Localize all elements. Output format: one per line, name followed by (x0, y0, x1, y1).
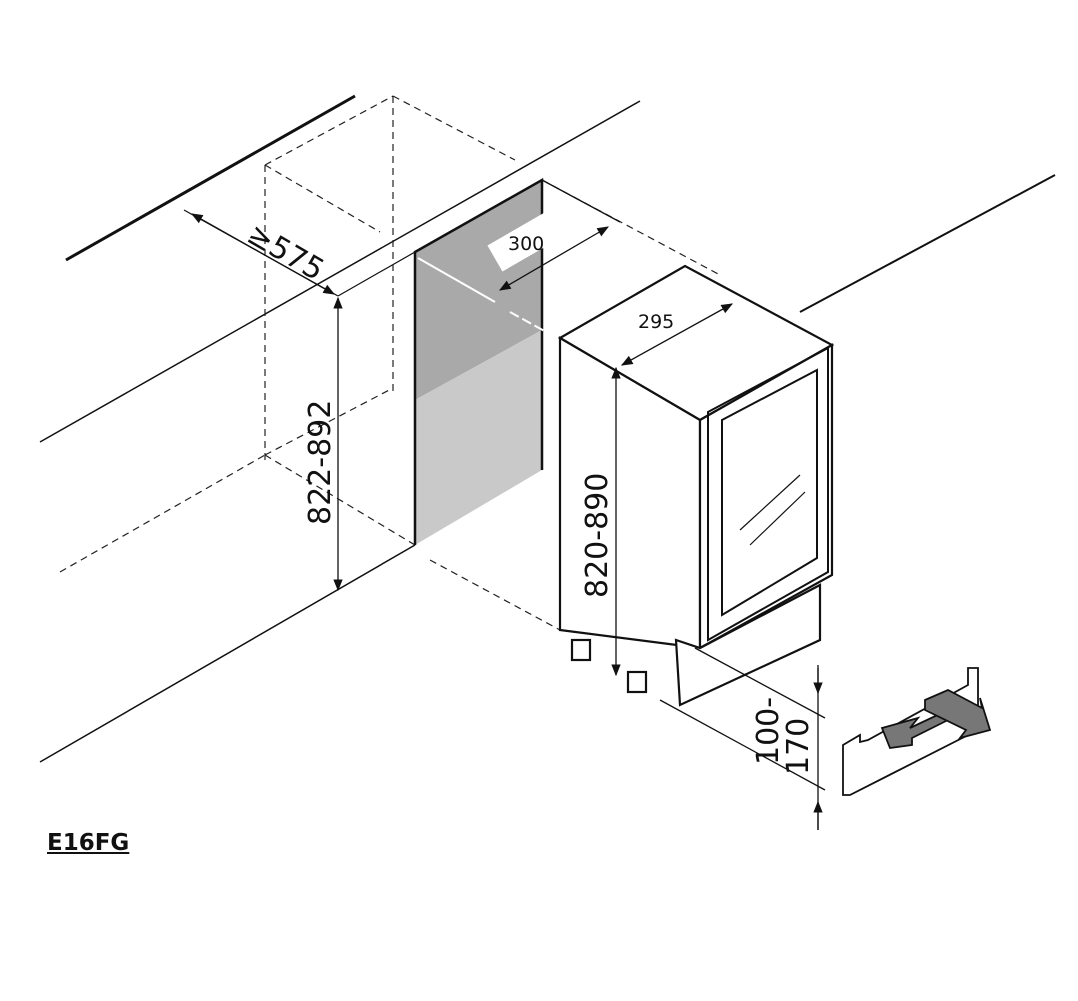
side-panel-lower (415, 330, 542, 545)
cabinet-outline (39, 94, 1056, 763)
appliance-width-label: 295 (638, 311, 674, 333)
plinth-height-label-2: 170 (781, 718, 816, 775)
niche-depth-label: ≥575 (241, 217, 330, 289)
niche-height-label: 822-892 (303, 400, 338, 525)
plinth-adjust-icon (842, 667, 992, 796)
niche-width-label: 300 (508, 233, 544, 255)
model-label: E16FG (47, 830, 130, 856)
dimension-lines (190, 179, 826, 830)
plinth-height-label-1: 100- (751, 697, 786, 765)
appliance-height-label: 820-890 (580, 473, 615, 598)
